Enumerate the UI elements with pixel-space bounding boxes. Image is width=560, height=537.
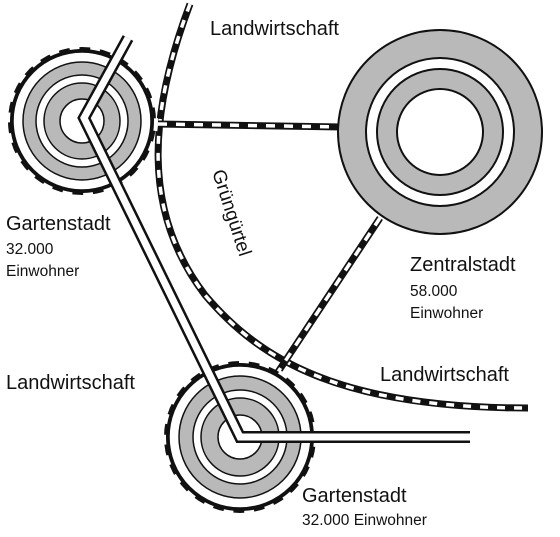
- label-landwirtschaft-top: Landwirtschaft: [210, 18, 339, 40]
- label-gartenstadt-1-name: Gartenstadt: [6, 213, 111, 235]
- label-zentralstadt-pop-value: 58.000: [410, 283, 458, 300]
- central-city-rings: [337, 29, 543, 235]
- roads: [77, 35, 470, 443]
- label-gartenstadt-1-pop-unit: Einwohner: [6, 263, 79, 280]
- label-gruenguertel: Grüngürtel: [207, 167, 255, 259]
- label-landwirtschaft-right: Landwirtschaft: [380, 364, 509, 386]
- railway-lines: [154, 2, 529, 412]
- label-gartenstadt-2-name: Gartenstadt: [302, 485, 407, 507]
- label-gartenstadt-2-pop: 32.000 Einwohner: [302, 512, 427, 529]
- label-zentralstadt-name: Zentralstadt: [410, 254, 516, 276]
- label-landwirtschaft-left: Landwirtschaft: [6, 372, 135, 394]
- label-gartenstadt-1-pop-value: 32.000: [6, 241, 54, 258]
- label-zentralstadt-pop-unit: Einwohner: [410, 305, 483, 322]
